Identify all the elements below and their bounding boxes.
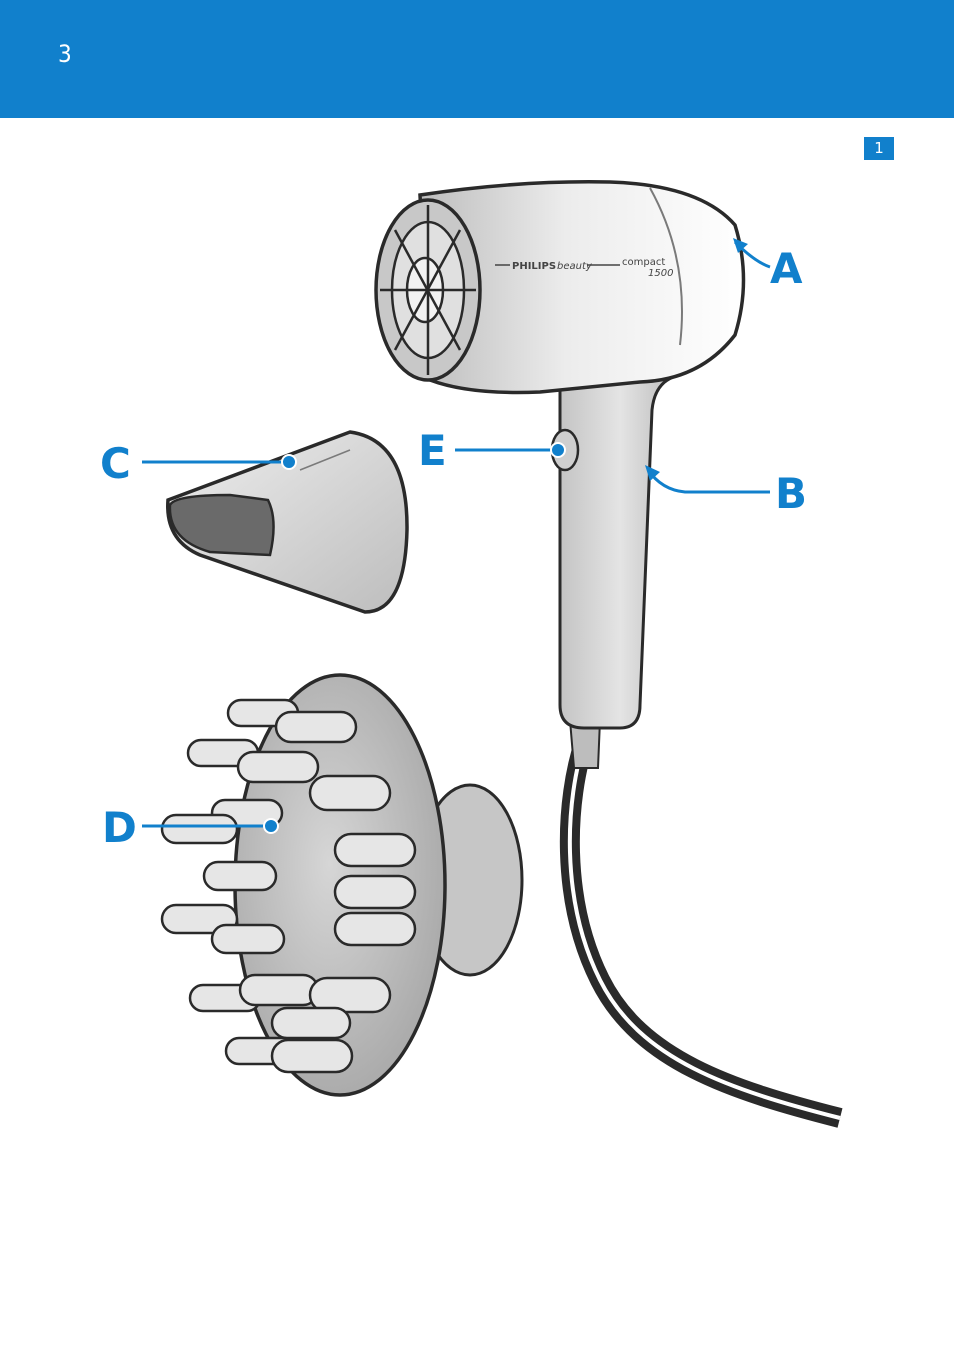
dryer-handle — [560, 360, 680, 728]
hair-dryer: PHILIPS beauty compact 1500 — [376, 182, 840, 1118]
model-name: compact — [622, 257, 665, 268]
model-wattage: 1500 — [648, 268, 673, 279]
callout-e: E — [418, 426, 565, 475]
callout-label-b: B — [775, 469, 807, 518]
brand-name: PHILIPS — [512, 261, 556, 272]
diffuser-attachment — [162, 675, 522, 1095]
power-cord — [570, 740, 840, 1118]
callout-label-a: A — [770, 244, 803, 293]
product-line: beauty — [557, 261, 593, 272]
callout-b: B — [645, 465, 807, 518]
callout-label-e: E — [418, 426, 447, 475]
callout-label-d: D — [102, 803, 137, 852]
callout-label-c: C — [100, 439, 131, 488]
